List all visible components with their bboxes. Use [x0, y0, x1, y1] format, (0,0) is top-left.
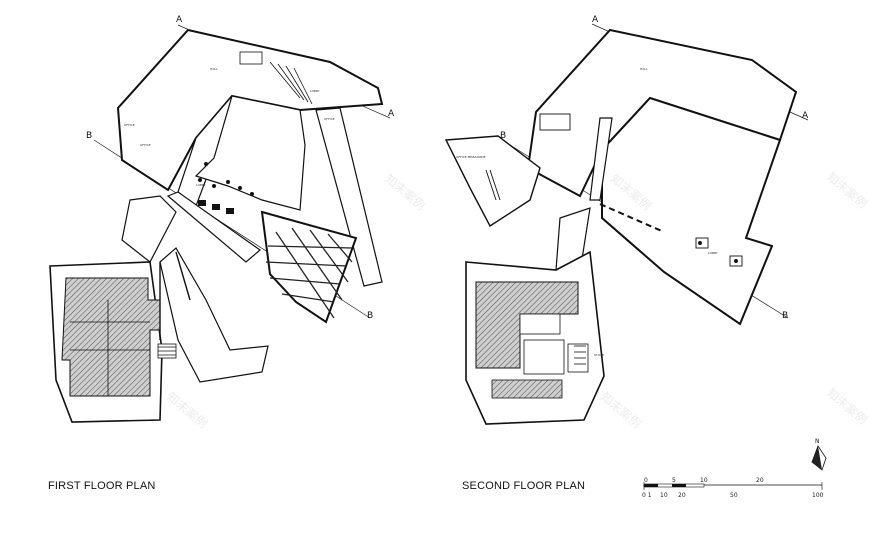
section-mark-a-start-2: A — [592, 15, 599, 25]
section-mark-b-end: B — [367, 311, 373, 321]
label-lobby-3: LOBBY — [708, 251, 718, 255]
section-mark-a-end: A — [388, 109, 395, 119]
label-lobby-2: LOBBY — [310, 89, 320, 93]
label-hall-2: HALL — [640, 67, 648, 71]
existing-building-hatched — [61, 277, 161, 397]
scale-lower-100: 100 — [812, 492, 824, 499]
north-label: N — [815, 438, 820, 445]
watermark-6: 知末案例 — [824, 385, 870, 427]
scale-bar: 0 5 10 20 0 1 10 20 50 100 — [642, 477, 824, 499]
label-office-1: OFFICE — [124, 123, 135, 127]
lower-corridor — [166, 191, 261, 263]
label-office-3: OFFICE — [140, 143, 151, 147]
watermark-4: 知末案例 — [824, 169, 870, 211]
scale-lower-20: 20 — [678, 492, 686, 499]
scale-lower-50: 50 — [730, 492, 738, 499]
scale-upper-10: 10 — [700, 477, 708, 484]
watermark-1: 知末案例 — [382, 171, 428, 213]
watermark-5: 知末案例 — [598, 389, 644, 431]
vertical-strip — [589, 117, 613, 201]
second-floor-caption: SECOND FLOOR PLAN — [462, 480, 586, 492]
stair-detail — [157, 51, 313, 359]
section-mark-b-end-2: B — [782, 311, 788, 321]
first-floor-plan: A A B B — [49, 15, 395, 423]
label-lobby-1: LOBBY — [196, 183, 206, 187]
structural-grid — [265, 227, 353, 319]
label-office-2: OFFICE — [324, 117, 335, 121]
watermark-2: 知末案例 — [164, 389, 210, 431]
section-mark-a-start: A — [176, 15, 183, 25]
bottom-wing — [159, 247, 269, 383]
second-floor-rooms — [491, 313, 589, 399]
scale-lower-10: 10 — [660, 492, 668, 499]
north-arrow: N — [811, 438, 827, 471]
left-connector — [121, 195, 177, 263]
section-mark-a-end-2: A — [802, 111, 809, 121]
furniture-dots — [198, 162, 254, 214]
label-office-mezzanine: OFFICE MEZZANINE — [456, 155, 486, 159]
scale-upper-5: 5 — [672, 477, 676, 484]
first-floor-caption: FIRST FLOOR PLAN — [48, 480, 156, 492]
section-mark-b-start: B — [86, 131, 92, 141]
scale-lower-0: 0 1 — [642, 492, 652, 499]
grid-wing-outline — [260, 210, 358, 324]
second-floor-furniture — [485, 113, 743, 267]
section-mark-b-start-2: B — [500, 131, 506, 141]
right-wing-outline — [601, 96, 782, 326]
ramp-strip — [315, 107, 383, 287]
label-hall-1: HALL — [210, 67, 218, 71]
scale-upper-0: 0 — [644, 477, 648, 484]
building-interior-lines — [70, 300, 150, 396]
label-store: STORE — [594, 353, 604, 357]
dashed-beam — [599, 203, 665, 233]
second-floor-plan: A A B B OFFICE MEZZANINE HALL — [444, 15, 809, 425]
column-ticks — [159, 251, 191, 340]
mezzanine-outline — [444, 135, 541, 228]
scale-upper-20: 20 — [756, 477, 764, 484]
